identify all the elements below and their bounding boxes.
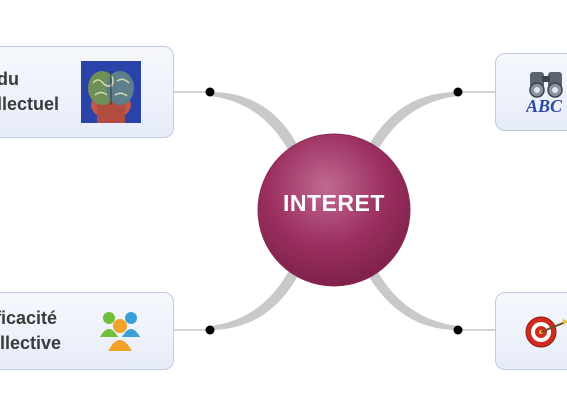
- abc-text: ABC: [526, 96, 563, 116]
- brain-icon: [81, 61, 141, 123]
- junction-dot-top-right: [453, 87, 463, 97]
- branch-label-top-left: du llectuel: [0, 69, 60, 114]
- connector-bottom-left: [210, 265, 300, 330]
- branch-node-bottom-right[interactable]: [495, 292, 567, 370]
- connector-bottom-right: [366, 265, 458, 330]
- center-node[interactable]: [257, 133, 411, 287]
- connector-top-right: [366, 92, 458, 157]
- connector-top-left: [210, 92, 300, 157]
- branch-label-bottom-left: fficacité ollective: [0, 308, 62, 353]
- people-group-icon: [100, 312, 140, 351]
- junction-dot-top-left: [205, 87, 215, 97]
- branch-node-top-right[interactable]: ABC: [495, 53, 567, 131]
- branch-node-bottom-left[interactable]: fficacité ollective: [0, 292, 174, 370]
- junction-dot-bottom-left: [205, 325, 215, 335]
- binoculars-abc-icon: ABC: [526, 72, 563, 116]
- center-node-label: INTERET: [283, 190, 385, 216]
- junction-dot-bottom-right: [453, 325, 463, 335]
- target-icon: [525, 316, 567, 348]
- branch-node-top-left[interactable]: du llectuel: [0, 46, 174, 138]
